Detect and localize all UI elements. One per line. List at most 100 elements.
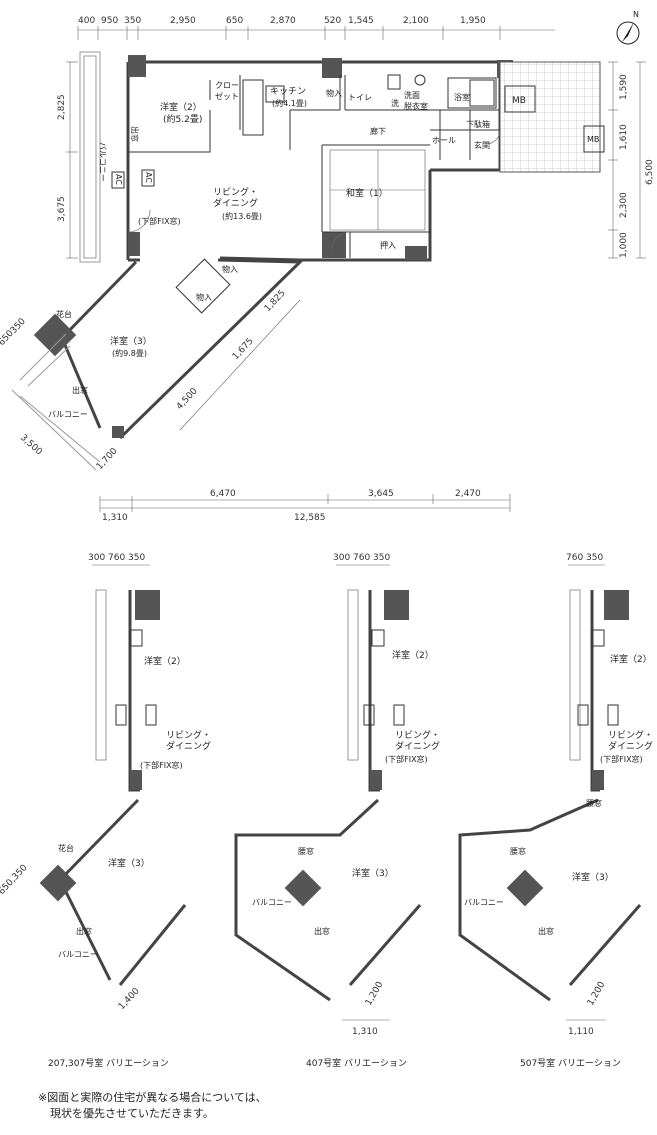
variant-room: (下部FIX窓) (600, 754, 643, 764)
variant-room: 洋室（3） (108, 857, 150, 869)
room-youshitsu3: 洋室（3） (110, 335, 152, 347)
top-dim: 2,870 (270, 16, 296, 26)
variant-407: 300 760 350 洋室（2） リビング・ダイニング (下部FIX窓) 洋室… (234, 553, 440, 1069)
disclaimer-note: ※図面と実際の住宅が異なる場合については、 現状を優先させていただきます。 (38, 1090, 267, 1122)
top-dim: 350 (124, 16, 141, 26)
variant-dim: 350 (586, 553, 603, 563)
bottom-dim: 6,470 (210, 489, 236, 499)
right-dimension-line: 1,590 1,610 2,300 1,000 6,500 (608, 61, 655, 259)
variant-dim: 760 (566, 553, 583, 563)
diag-dim: 350 (9, 316, 28, 336)
room-kabu-fix: (下部FIX窓) (138, 216, 181, 226)
room-labels: 洋室（2） (約5.2畳) クローゼット キッチン (約4.1畳) 物入 トイレ… (48, 81, 599, 419)
variant-room: 洋室（3） (572, 871, 614, 883)
room-demado: 出窓 (130, 126, 140, 142)
variant-side-dim: 650,350 (0, 863, 30, 897)
bottom-dim: 1,310 (102, 513, 128, 523)
variant-dim: 760 (108, 553, 125, 563)
variant-dim: 300 (333, 553, 350, 563)
variant-207-307: 300 760 350 洋室（2） リビング・ダイニング (下部FIX窓) 洋室… (0, 553, 211, 1069)
diag-dim: 1,825 (263, 288, 288, 314)
variant-bottom-dim: 1,200 (364, 980, 386, 1008)
variant-dim: 300 (88, 553, 105, 563)
room-washitsu: 和室（1） (346, 187, 388, 199)
top-dim: 950 (101, 16, 118, 26)
variant-caption: 207,307号室 バリエーション (48, 1057, 169, 1069)
variant-room: (下部FIX窓) (385, 754, 428, 764)
right-total-dim: 6,500 (645, 159, 655, 185)
variant-room: 洋室（2） (392, 649, 434, 661)
left-dimension-line: 2,825 3,675 (57, 61, 78, 259)
room-hall: ホール (432, 136, 456, 145)
variant-room: 洋室（3） (352, 867, 394, 879)
variant-caption: 507号室 バリエーション (520, 1057, 621, 1069)
room-oshiire: 押入 (380, 240, 396, 250)
right-dim: 1,000 (619, 232, 629, 258)
diag-dim: 1,675 (231, 336, 256, 362)
compass: N (616, 10, 640, 45)
room-monoire: 物入 (326, 88, 342, 98)
top-dimension-line: 400 950 350 2,950 650 2,870 520 1,545 2,… (77, 16, 555, 40)
room-rouka: 廊下 (370, 126, 386, 136)
diagonal-dimensions: 1,825 1,675 4,500 1,700 3,500 650 350 (0, 288, 301, 472)
top-dim: 2,950 (170, 16, 196, 26)
room-balcony: バルコニー (48, 410, 88, 419)
right-dim: 1,610 (619, 124, 629, 150)
bottom-dim: 2,470 (455, 489, 481, 499)
variant-room: バルコニー (58, 950, 98, 959)
variant-dim: 350 (128, 553, 145, 563)
note-line-1: ※図面と実際の住宅が異なる場合については、 (38, 1091, 267, 1104)
top-dim: 520 (324, 16, 341, 26)
variant-room: リビング・ダイニング (608, 729, 653, 752)
room-kitchen-area: (約4.1畳) (272, 98, 307, 108)
variant-room: リビング・ダイニング (395, 729, 440, 752)
room-mb: MB (587, 135, 599, 144)
diag-dim: 3,500 (18, 433, 44, 458)
variant-room: バルコニー (464, 898, 504, 907)
bottom-dim: 3,645 (368, 489, 394, 499)
room-kadai: 花台 (56, 309, 72, 319)
variant-bottom-dim: 1,200 (586, 980, 608, 1008)
room-senmen: 洗面脱衣室 (404, 90, 428, 111)
variant-dim: 760 (353, 553, 370, 563)
room-monoire: 物入 (196, 292, 212, 302)
variant-room: 腰窓 (586, 798, 602, 808)
diag-dim: 4,500 (175, 386, 200, 412)
main-floor-plan (79, 51, 605, 263)
variant-room: 出窓 (538, 926, 554, 936)
variant-room: (下部FIX窓) (140, 760, 183, 770)
variant-under-dim: 1,110 (568, 1027, 594, 1037)
variant-room: 腰窓 (510, 846, 526, 856)
variant-room: 腰窓 (298, 846, 314, 856)
diagonal-wing (11, 258, 304, 471)
variant-room: 出窓 (314, 926, 330, 936)
room-kitchen: キッチン (270, 86, 306, 97)
top-dim: 1,950 (460, 16, 486, 26)
top-dim: 650 (226, 16, 243, 26)
left-dim: 2,825 (57, 94, 67, 120)
right-dim: 2,300 (619, 192, 629, 218)
note-line-2: 現状を優先させていただきます。 (50, 1107, 214, 1120)
variant-under-dim: 1,310 (352, 1027, 378, 1037)
top-dim: 400 (78, 16, 95, 26)
room-getabako: 下駄箱 (466, 119, 490, 129)
room-demado: 出窓 (72, 385, 88, 395)
variant-bottom-dim: 1,400 (117, 986, 142, 1012)
variant-507: 760 350 洋室（2） リビング・ダイニング (下部FIX窓) 洋室（3） … (458, 553, 653, 1069)
room-toilet: トイレ (348, 93, 372, 102)
compass-north-label: N (633, 10, 639, 19)
room-youshitsu2: 洋室（2） (160, 101, 202, 113)
top-dim: 1,545 (348, 16, 374, 26)
room-living: リビング・ダイニング (213, 186, 258, 209)
variant-room: 花台 (58, 843, 74, 853)
right-dim: 1,590 (619, 74, 629, 100)
room-mb: MB (512, 96, 526, 106)
ac-label: AC (144, 172, 153, 183)
room-monoire: 物入 (222, 264, 238, 274)
diag-dim: 1,700 (95, 446, 120, 472)
room-balcony: バルコニー (98, 142, 107, 182)
variant-dim: 350 (373, 553, 390, 563)
bottom-dimension-lines: 6,470 3,645 2,470 1,310 12,585 (99, 489, 511, 523)
room-living-area: (約13.6畳) (222, 211, 262, 221)
